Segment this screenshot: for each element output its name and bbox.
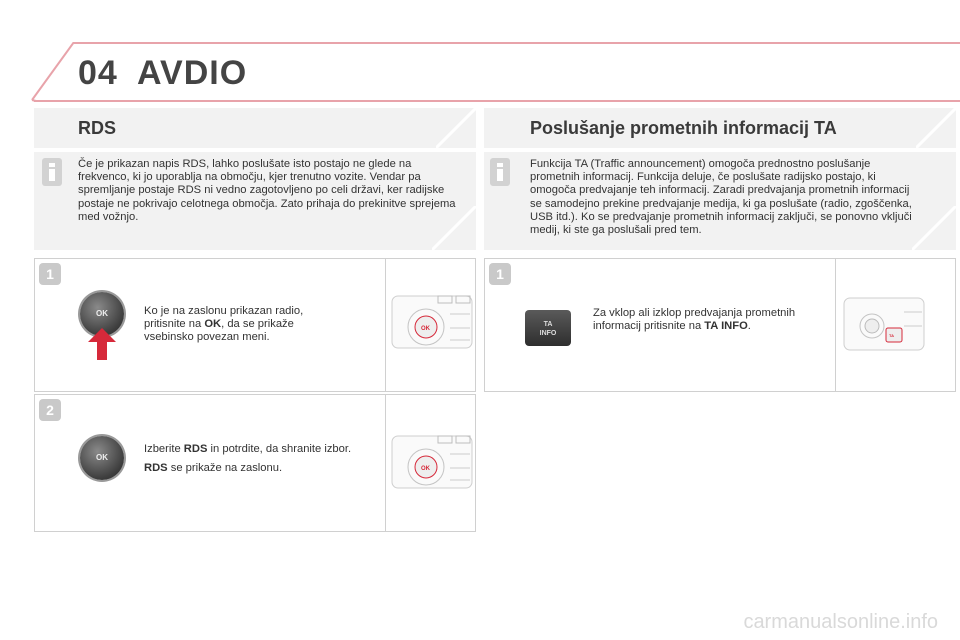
ta-step-1-text: Za vklop ali izklop predvajanja prometni… [593, 307, 796, 333]
info-icon [42, 158, 62, 186]
rds-step-1-text: Ko je na zaslonu prikazan radio, pritisn… [144, 305, 304, 344]
header-bottom-line [34, 100, 960, 102]
ta-info-text: Funkcija TA (Traffic announcement) omogo… [530, 158, 912, 237]
radio-panel-image: OK [391, 295, 473, 349]
svg-text:TA: TA [889, 333, 894, 338]
svg-text:OK: OK [421, 466, 431, 472]
step-number-badge: 1 [489, 263, 511, 285]
rds-info-box [34, 152, 476, 250]
header-top-line [74, 42, 960, 44]
ta-section-title: Poslušanje prometnih informacij TA [530, 118, 837, 138]
ta-info-box [484, 152, 956, 250]
watermark: carmanualsonline.info [743, 611, 938, 633]
rds-info-text: Če je prikazan napis RDS, lahko poslušat… [78, 158, 456, 223]
arrow-up-icon [88, 328, 116, 360]
ok-knob-icon: OK [80, 436, 124, 480]
radio-panel-image: OK [391, 435, 473, 489]
chapter-title: AVDIO [137, 54, 248, 92]
rds-step-2-text: Izberite RDS in potrdite, da shranite iz… [144, 443, 352, 475]
radio-panel-ta-image: TA [843, 297, 925, 351]
svg-text:OK: OK [421, 326, 431, 332]
step-number-badge: 1 [39, 263, 61, 285]
chapter-number: 04 [78, 54, 118, 92]
step-number-badge: 2 [39, 399, 61, 421]
rds-section-band [34, 108, 476, 148]
ta-section-band [484, 108, 956, 148]
info-icon [490, 158, 510, 186]
rds-section-title: RDS [78, 118, 117, 138]
